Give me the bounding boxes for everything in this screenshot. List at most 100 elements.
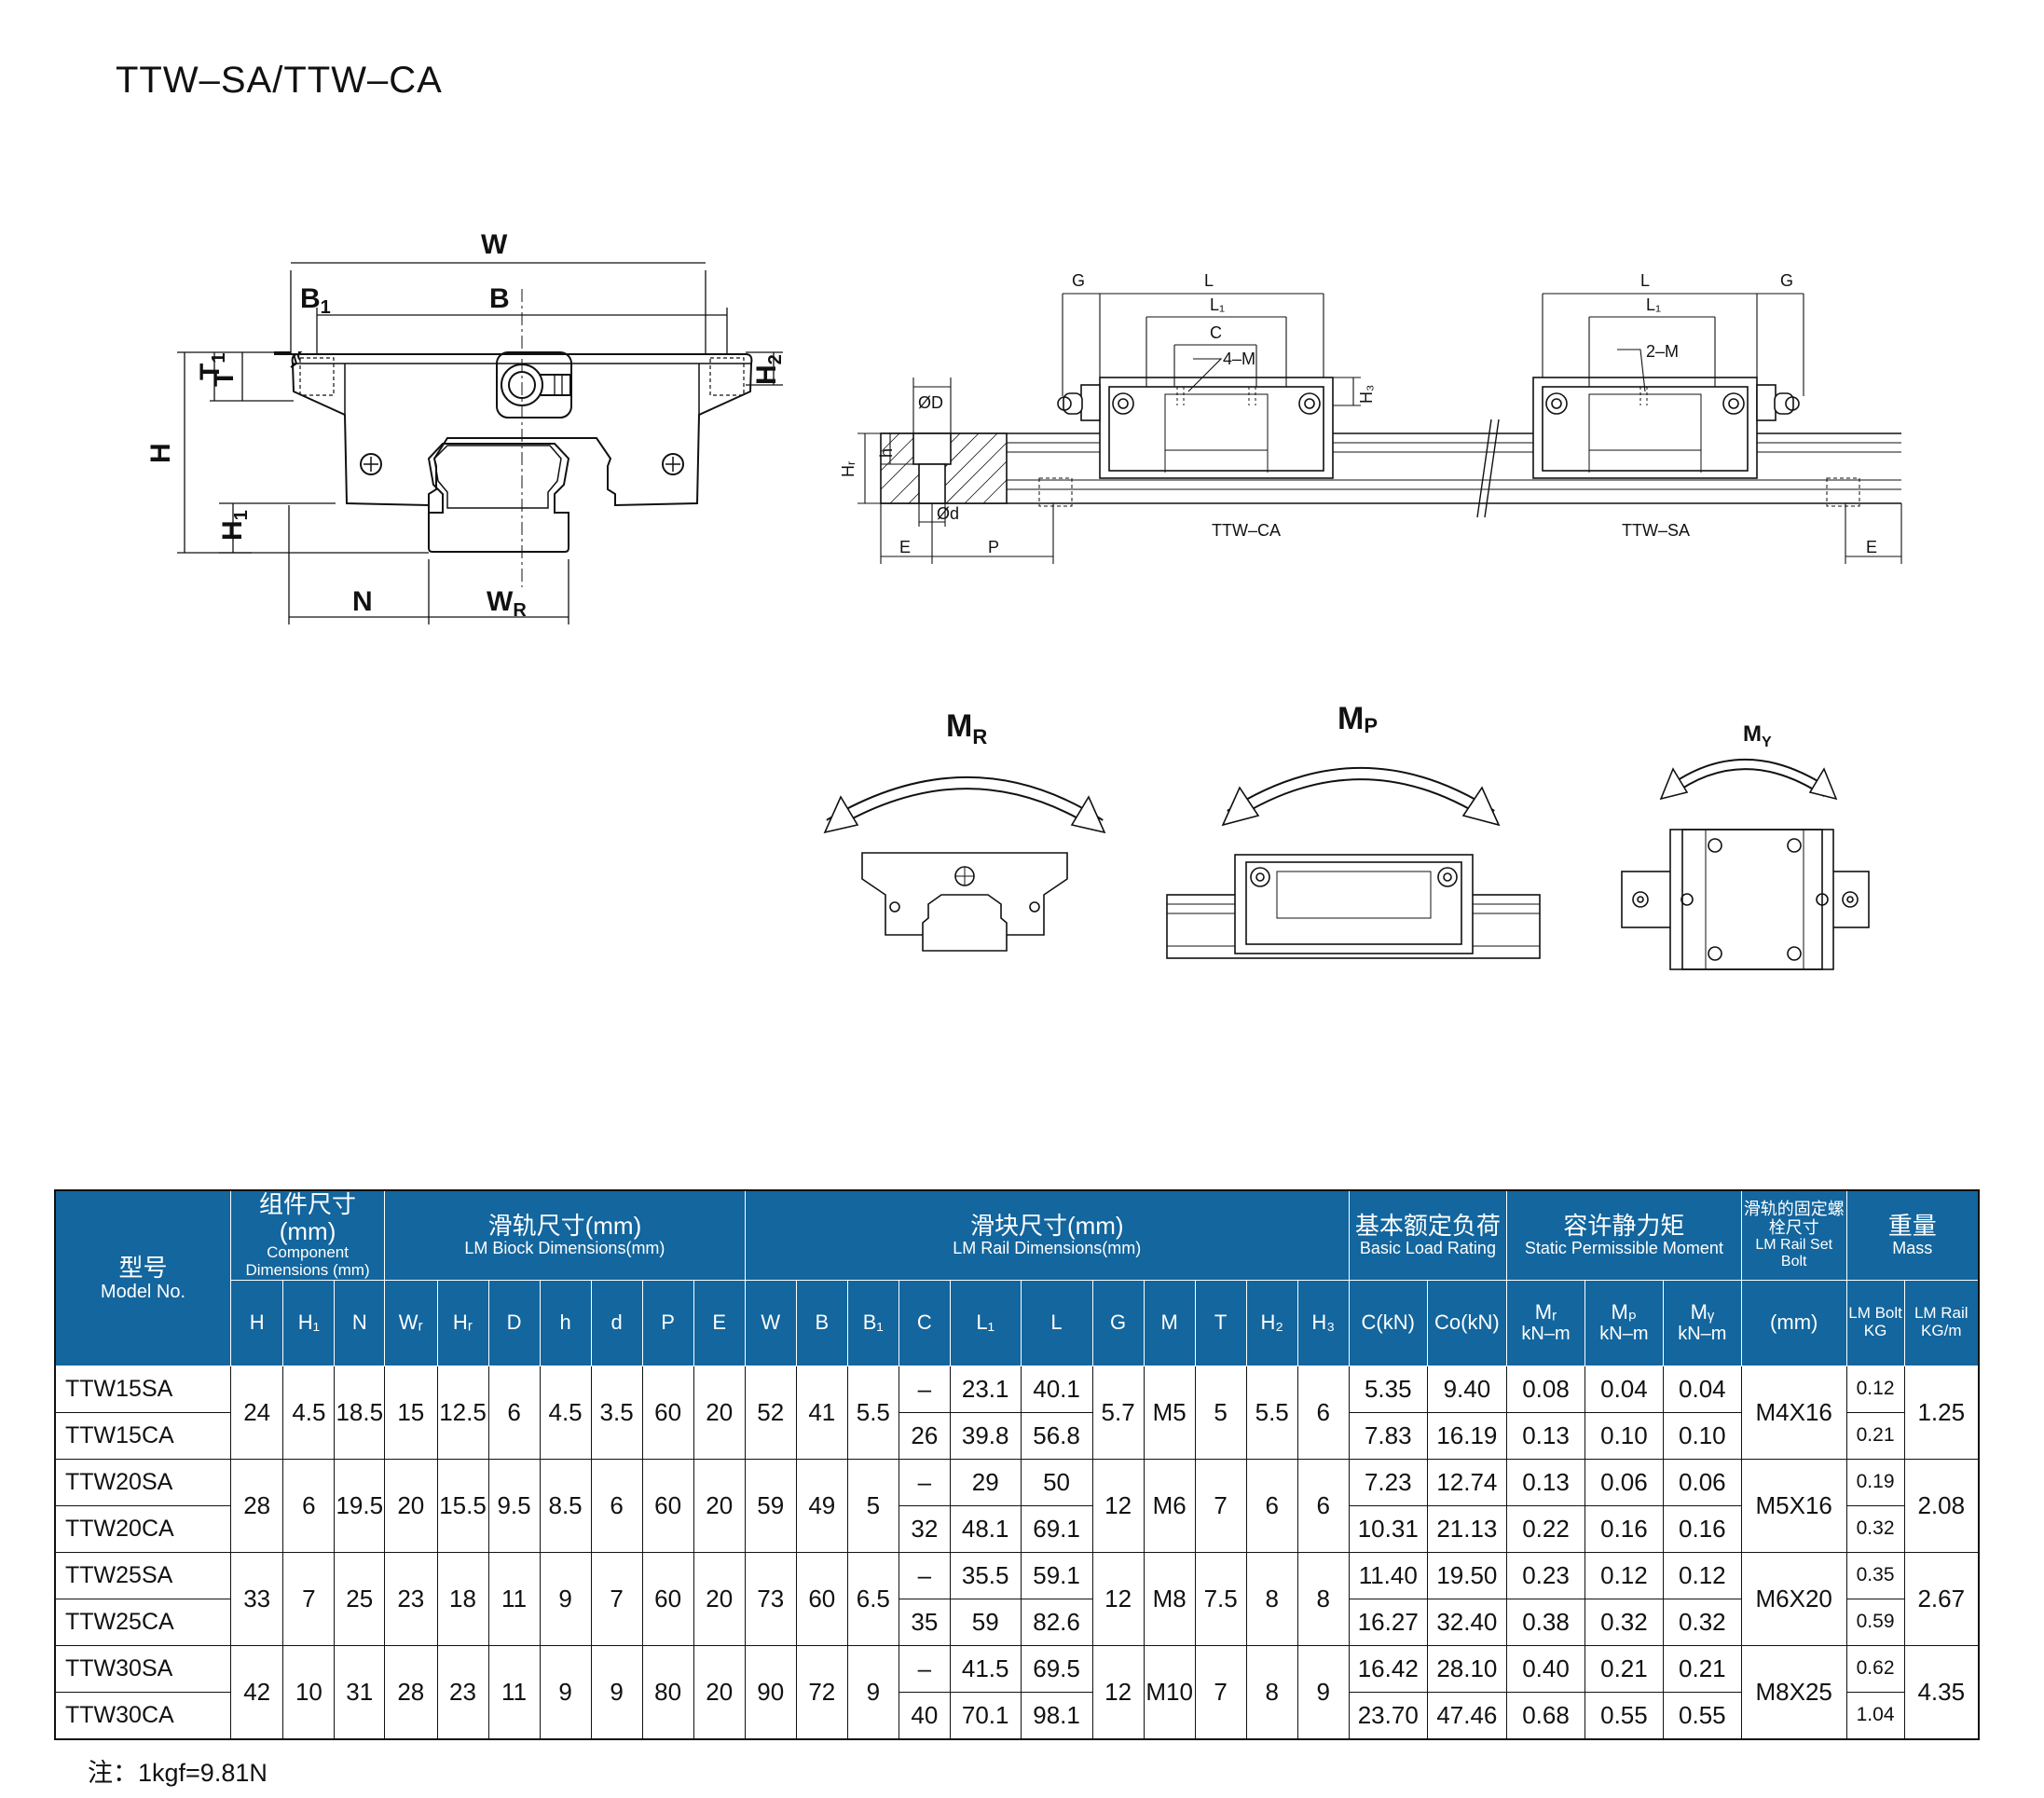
table-cell: 7.83 — [1348, 1411, 1428, 1460]
table-cell: 11.40 — [1348, 1551, 1428, 1599]
table-cell: 0.62 — [1845, 1644, 1905, 1693]
table-cell: 10 — [282, 1644, 336, 1740]
table-cell: TTW15CA — [54, 1411, 231, 1460]
table-cell: 7 — [1194, 1644, 1247, 1740]
table-cell: 60 — [641, 1458, 694, 1553]
table-cell: 0.12 — [1584, 1551, 1664, 1599]
table-cell: 16.19 — [1426, 1411, 1508, 1460]
table-cell: 12.74 — [1426, 1458, 1508, 1506]
table-cell: 28 — [384, 1644, 438, 1740]
table-cell: 7 — [590, 1551, 643, 1646]
table-cell: 8 — [1245, 1551, 1298, 1646]
table-cell: 0.38 — [1506, 1598, 1585, 1646]
table-cell: 15.5 — [436, 1458, 489, 1553]
col-B: B — [795, 1279, 848, 1366]
table-cell: 33 — [229, 1551, 284, 1646]
label-H: H — [145, 443, 176, 463]
page-title: TTW–SA/TTW–CA — [116, 60, 443, 101]
table-cell: 7 — [282, 1551, 336, 1646]
col-L1: L₁ — [949, 1279, 1022, 1366]
table-cell: 48.1 — [949, 1504, 1022, 1553]
table-cell: 0.08 — [1506, 1365, 1585, 1413]
table-cell: 59 — [949, 1598, 1022, 1646]
table-cell: 49 — [795, 1458, 848, 1553]
table-cell: TTW20SA — [54, 1458, 231, 1506]
table-cell: 40.1 — [1020, 1365, 1093, 1413]
table-cell: 20 — [693, 1458, 746, 1553]
table-cell: 6 — [282, 1458, 336, 1553]
table-cell: 7 — [1194, 1458, 1247, 1553]
table-cell: 19.5 — [334, 1458, 386, 1553]
table-cell: 9 — [846, 1644, 899, 1740]
table-cell: 98.1 — [1020, 1691, 1093, 1740]
table-cell: 5.7 — [1091, 1365, 1145, 1460]
label-H1: H1 — [217, 510, 252, 541]
table-cell: 0.13 — [1506, 1411, 1585, 1460]
table-cell: 23.70 — [1348, 1691, 1428, 1740]
table-cell: 4.5 — [282, 1365, 336, 1460]
label-B: B — [489, 283, 510, 314]
label-W: W — [481, 229, 508, 260]
col-C: C — [898, 1279, 951, 1366]
table-cell: – — [898, 1644, 951, 1693]
table-cell: 0.32 — [1662, 1598, 1742, 1646]
label-2M: 2–M — [1646, 342, 1679, 361]
col-G: G — [1091, 1279, 1145, 1366]
col-h: h — [539, 1279, 592, 1366]
table-cell: 59.1 — [1020, 1551, 1093, 1599]
table-cell: 60 — [641, 1551, 694, 1646]
table-cell: 12 — [1091, 1458, 1145, 1553]
table-cell: 1.04 — [1845, 1691, 1905, 1740]
table-cell: 9 — [1296, 1644, 1350, 1740]
table-cell: – — [898, 1365, 951, 1413]
table-cell: 18 — [436, 1551, 489, 1646]
table-cell: M10 — [1143, 1644, 1196, 1740]
table-cell: 9 — [590, 1644, 643, 1740]
col-T: T — [1194, 1279, 1247, 1366]
table-cell: 56.8 — [1020, 1411, 1093, 1460]
col-WR: Wᵣ — [384, 1279, 438, 1366]
table-cell: TTW20CA — [54, 1504, 231, 1553]
table-cell: 52 — [744, 1365, 797, 1460]
table-cell: 5.5 — [1245, 1365, 1298, 1460]
table-cell: 3.5 — [590, 1365, 643, 1460]
table-cell: 0.21 — [1845, 1411, 1905, 1460]
table-cell: 0.04 — [1584, 1365, 1664, 1413]
table-cell: M5 — [1143, 1365, 1196, 1460]
table-cell: 0.23 — [1506, 1551, 1585, 1599]
label-B1: B1 — [300, 283, 331, 318]
col-W: W — [744, 1279, 797, 1366]
table-cell: 69.1 — [1020, 1504, 1093, 1553]
table-cell: 47.46 — [1426, 1691, 1508, 1740]
table-cell: 42 — [229, 1644, 284, 1740]
label-G-right: G — [1780, 271, 1793, 290]
table-cell: 0.55 — [1662, 1691, 1742, 1740]
table-cell: – — [898, 1458, 951, 1506]
label-T1: T1 — [195, 353, 229, 380]
col-Co-kn: Co(kN) — [1426, 1279, 1508, 1366]
label-WR: WR — [487, 586, 527, 621]
table-cell: 9 — [539, 1644, 592, 1740]
table-cell: 0.12 — [1662, 1551, 1742, 1599]
table-cell: M6X20 — [1740, 1551, 1847, 1646]
table-cell: 60 — [795, 1551, 848, 1646]
label-MR: MR — [946, 708, 987, 748]
table-cell: 72 — [795, 1644, 848, 1740]
label-H2: H2 — [751, 354, 786, 385]
label-L1-right: L₁ — [1646, 295, 1661, 314]
table-cell: 82.6 — [1020, 1598, 1093, 1646]
table-cell: 50 — [1020, 1458, 1093, 1506]
table-cell: 69.5 — [1020, 1644, 1093, 1693]
label-MP: MP — [1338, 701, 1378, 737]
table-cell: 59 — [744, 1458, 797, 1553]
label-4M: 4–M — [1223, 350, 1255, 368]
table-cell: 20 — [693, 1644, 746, 1740]
table-cell: 90 — [744, 1644, 797, 1740]
table-cell: 6 — [1245, 1458, 1298, 1553]
